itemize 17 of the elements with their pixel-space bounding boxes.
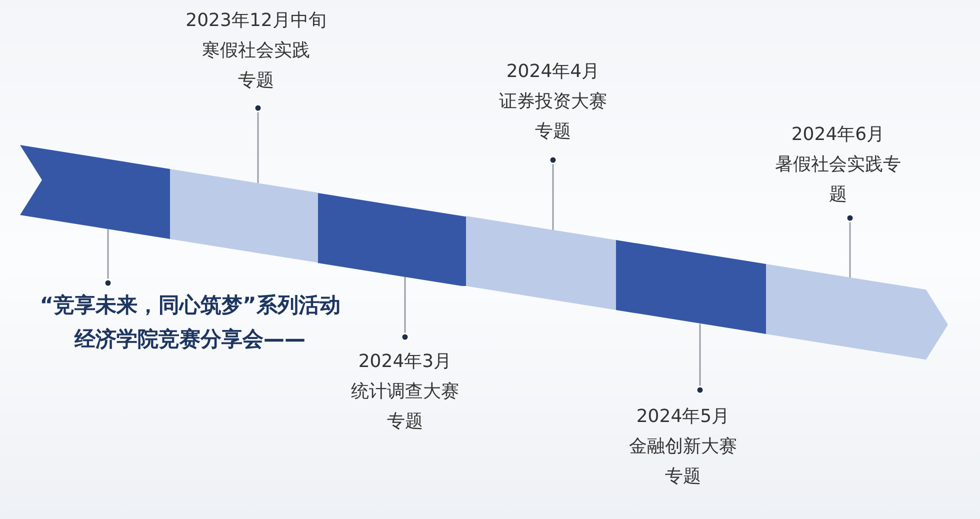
date-label: 2023年12月中旬 bbox=[184, 9, 328, 33]
topic-label: 统计调查大赛专题 bbox=[350, 380, 460, 434]
date-label: 2024年3月 bbox=[357, 350, 453, 374]
date-label: 2024年5月 bbox=[635, 405, 731, 429]
title-text: “竞享未来，同心筑梦”系列活动经济学院竞赛分享会—— bbox=[38, 292, 342, 353]
leader-line bbox=[400, 276, 410, 342]
date-label: 2024年6月 bbox=[790, 123, 886, 147]
topic-label: 暑假社会实践专题 bbox=[774, 153, 902, 207]
leader-line bbox=[696, 324, 704, 394]
topic-label: 金融创新大赛专题 bbox=[628, 435, 738, 489]
leader-line bbox=[254, 104, 262, 184]
leader-line bbox=[548, 156, 558, 230]
leader-line bbox=[104, 229, 112, 288]
date-label: 2024年4月 bbox=[505, 60, 601, 84]
leader-line bbox=[846, 214, 854, 278]
topic-label: 证券投资大赛专题 bbox=[498, 90, 608, 144]
topic-label: 寒假社会实践专题 bbox=[201, 39, 311, 93]
